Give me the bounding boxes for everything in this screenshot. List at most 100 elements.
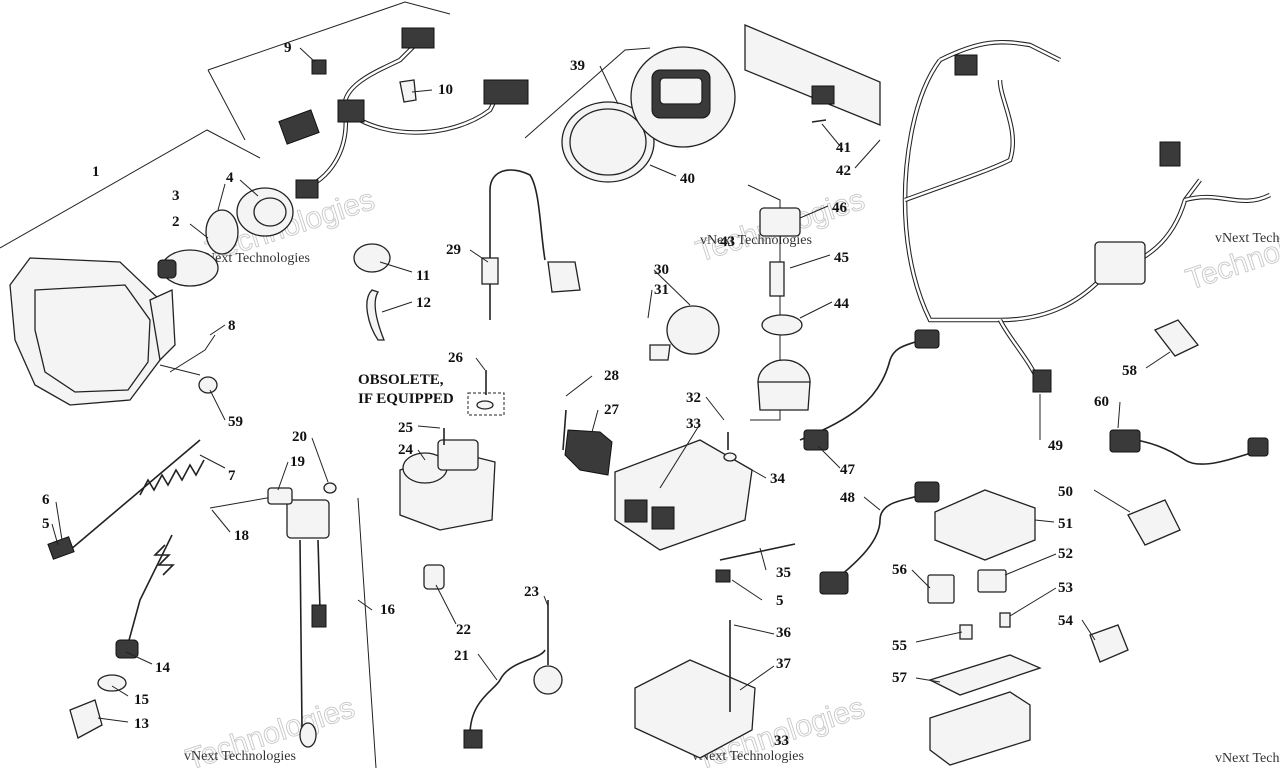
wire-tie-clip [366,289,385,341]
callout-35: 35 [776,565,791,581]
obsolete-note-line1: OBSOLETE, [358,372,444,388]
callout-44: 44 [834,296,850,312]
callout-49: 49 [1048,438,1063,454]
watermark-text: vNext Technologies [1215,751,1280,766]
watermark-text: vNext Technologies [1215,231,1280,246]
callout-33: 33 [774,733,789,749]
ecu-module [614,432,796,583]
actuator-unit [399,370,505,531]
connector-54 [1089,624,1129,663]
callout-27: 27 [604,402,620,418]
callout-23: 23 [524,584,539,600]
throttle-sensor [562,409,613,476]
callout-19: 19 [290,454,305,470]
callout-22: 22 [456,622,471,638]
callout-31: 31 [654,282,669,298]
bulb-boot-cover [236,187,294,237]
bulb-retainer-ring [205,209,239,255]
watermark-word: Technologies [1182,211,1280,297]
callout-5: 5 [776,593,784,609]
instrument-gauge [561,46,736,183]
callout-43: 43 [720,234,735,250]
headlight-housing [9,257,201,406]
callout-11: 11 [416,268,430,284]
callout-8: 8 [228,318,236,334]
callout-24: 24 [398,442,414,458]
callout-18: 18 [234,528,249,544]
rocker-switch [1153,319,1200,357]
callout-4: 4 [226,170,234,186]
watermark-text: vNext Technologies [198,251,310,266]
fuse-mini [959,612,1011,640]
obsolete-note-line2: IF EQUIPPED [358,391,454,407]
main-wiring-harness [799,40,1272,451]
callout-45: 45 [834,250,849,266]
callout-40: 40 [680,171,695,187]
callout-32: 32 [686,390,701,406]
callout-7: 7 [228,468,236,484]
relay-large [927,574,955,604]
control-module [634,620,756,759]
horn [649,305,720,361]
callout-33: 33 [686,416,701,432]
pressure-sensor [423,564,445,590]
callout-26: 26 [448,350,464,366]
callout-60: 60 [1094,394,1109,410]
callout-15: 15 [134,692,149,708]
callout-12: 12 [416,295,431,311]
callout-42: 42 [836,163,851,179]
callout-50: 50 [1058,484,1073,500]
watermark-text: vNext Technologies [700,233,812,248]
callout-57: 57 [892,670,908,686]
callout-51: 51 [1058,516,1073,532]
headlight-sub-harness [278,27,529,199]
callout-30: 30 [654,262,669,278]
switch-panel [744,24,881,126]
callout-6: 6 [42,492,50,508]
fuse-block-gasket [928,654,1042,696]
callout-52: 52 [1058,546,1073,562]
callout-47: 47 [840,462,856,478]
ignition-switch [757,207,811,411]
grommet-nut [47,536,75,560]
temperature-sensor [481,169,581,320]
callout-3: 3 [172,188,180,204]
callout-21: 21 [454,648,469,664]
callout-55: 55 [892,638,907,654]
callout-53: 53 [1058,580,1073,596]
callout-9: 9 [284,40,292,56]
watermark-text: vNext Technologies [692,749,804,764]
callout-16: 16 [380,602,396,618]
wire-clip [399,79,417,103]
headlight-bulb [157,249,219,287]
callout-numbers: 1 2 3 4 5 5 6 7 8 9 10 11 12 13 14 15 16… [42,40,1137,749]
adjuster-spring [69,439,205,551]
callout-10: 10 [438,82,453,98]
callout-36: 36 [776,625,792,641]
callout-1: 1 [92,164,100,180]
sensor-pigtail [819,481,940,595]
relay-small [977,569,1007,593]
callout-5: 5 [42,516,50,532]
callout-28: 28 [604,368,619,384]
callout-34: 34 [770,471,786,487]
extension-harness [1109,429,1269,465]
adjuster-pin [169,334,218,394]
callout-13: 13 [134,716,149,732]
callout-46: 46 [832,200,848,216]
callout-14: 14 [155,660,171,676]
callout-29: 29 [446,242,461,258]
switch-assembly [69,534,175,739]
fuel-sender [209,482,337,748]
callout-56: 56 [892,562,908,578]
callout-41: 41 [836,140,851,156]
leader-lines [51,47,1171,723]
watermark-text: vNext Technologies [184,749,296,764]
callout-20: 20 [292,429,307,445]
connector-plug [1127,499,1181,546]
fuse-block [929,691,1031,766]
group-brackets [0,1,781,769]
callout-59: 59 [228,414,243,430]
